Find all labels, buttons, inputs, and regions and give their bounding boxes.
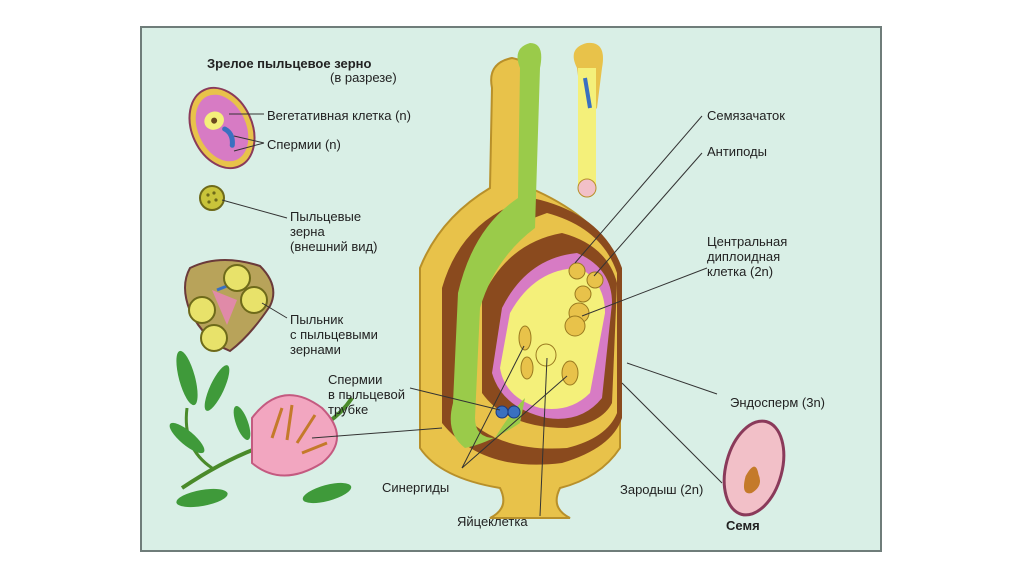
pointer-lines bbox=[221, 113, 723, 517]
ovary bbox=[419, 42, 622, 519]
label-pollen-external-2: зерна bbox=[290, 224, 325, 239]
label-anther-2: с пыльцевыми bbox=[290, 327, 378, 342]
label-sperms: Спермии (n) bbox=[267, 137, 341, 152]
label-anther-3: зернами bbox=[290, 342, 341, 357]
label-tube-sperms-3: трубке bbox=[328, 402, 369, 417]
label-seed: Семя bbox=[726, 518, 760, 533]
label-central-cell-1: Центральная bbox=[707, 234, 788, 249]
label-central-cell-3: клетка (2n) bbox=[707, 264, 774, 279]
pollen-section-title: Зрелое пыльцевое зерно bbox=[207, 56, 372, 71]
label-embryo: Зародыш (2n) bbox=[620, 482, 704, 497]
label-pollen-external-3: (внешний вид) bbox=[290, 239, 378, 254]
label-endosperm: Эндосперм (3n) bbox=[730, 395, 826, 410]
label-vegetative-cell: Вегетативная клетка (n) bbox=[267, 108, 411, 123]
flowering-branch bbox=[169, 350, 354, 508]
anther bbox=[184, 258, 275, 353]
pollen-section-subtitle: (в разрезе) bbox=[330, 70, 397, 85]
label-tube-sperms-1: Спермии bbox=[328, 372, 383, 387]
label-egg-cell: Яйцеклетка bbox=[457, 514, 528, 529]
pollen-grain-section bbox=[188, 86, 256, 170]
label-pollen-external-1: Пыльцевые bbox=[290, 209, 362, 224]
label-central-cell-2: диплоидная bbox=[707, 249, 781, 264]
label-ovule: Семязачаток bbox=[707, 108, 785, 123]
label-synergids: Синергиды bbox=[382, 480, 450, 495]
pollen-grain-external bbox=[199, 185, 225, 211]
diagram-panel: Зрелое пыльцевое зерно (в разрезе) Вегет… bbox=[140, 26, 882, 552]
label-anther-1: Пыльник bbox=[290, 312, 344, 327]
label-antipodes: Антиподы bbox=[707, 144, 767, 159]
seed bbox=[722, 419, 786, 517]
label-tube-sperms-2: в пыльцевой bbox=[328, 387, 406, 402]
diagram-artwork bbox=[169, 42, 786, 519]
